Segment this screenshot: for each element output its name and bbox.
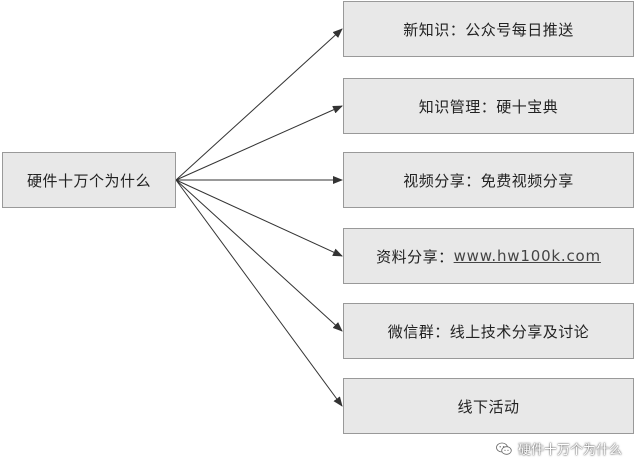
root-node: 硬件十万个为什么 — [2, 152, 176, 208]
branch-node-offline-events: 线下活动 — [343, 378, 634, 434]
branch-node-label: 资料分享： — [376, 247, 454, 266]
branch-node-label: 微信群：线上技术分享及讨论 — [387, 322, 590, 341]
arrow-to-branch-1 — [175, 28, 343, 181]
website-link[interactable]: www.hw100k.com — [453, 247, 601, 265]
branch-node-video-sharing: 视频分享：免费视频分享 — [343, 152, 634, 208]
root-node-label: 硬件十万个为什么 — [26, 171, 151, 190]
branch-node-label: 知识管理：硬十宝典 — [418, 97, 559, 116]
arrow-to-branch-4 — [175, 179, 343, 257]
watermark: 硬件十万个为什么 — [496, 439, 622, 458]
arrow-to-branch-5 — [175, 179, 343, 332]
arrow-to-branch-2 — [175, 105, 343, 181]
arrow-to-branch-6 — [175, 179, 343, 407]
branch-node-label: 新知识：公众号每日推送 — [403, 20, 574, 39]
branch-node-wechat-group: 微信群：线上技术分享及讨论 — [343, 303, 634, 359]
watermark-text: 硬件十万个为什么 — [517, 443, 622, 458]
branch-node-new-knowledge: 新知识：公众号每日推送 — [343, 1, 634, 57]
branch-node-label: 视频分享：免费视频分享 — [403, 171, 574, 190]
branch-node-label: 线下活动 — [457, 397, 520, 416]
wechat-icon — [496, 442, 512, 455]
branch-node-resource-sharing: 资料分享： www.hw100k.com — [343, 228, 634, 284]
branch-node-knowledge-management: 知识管理：硬十宝典 — [343, 78, 634, 134]
